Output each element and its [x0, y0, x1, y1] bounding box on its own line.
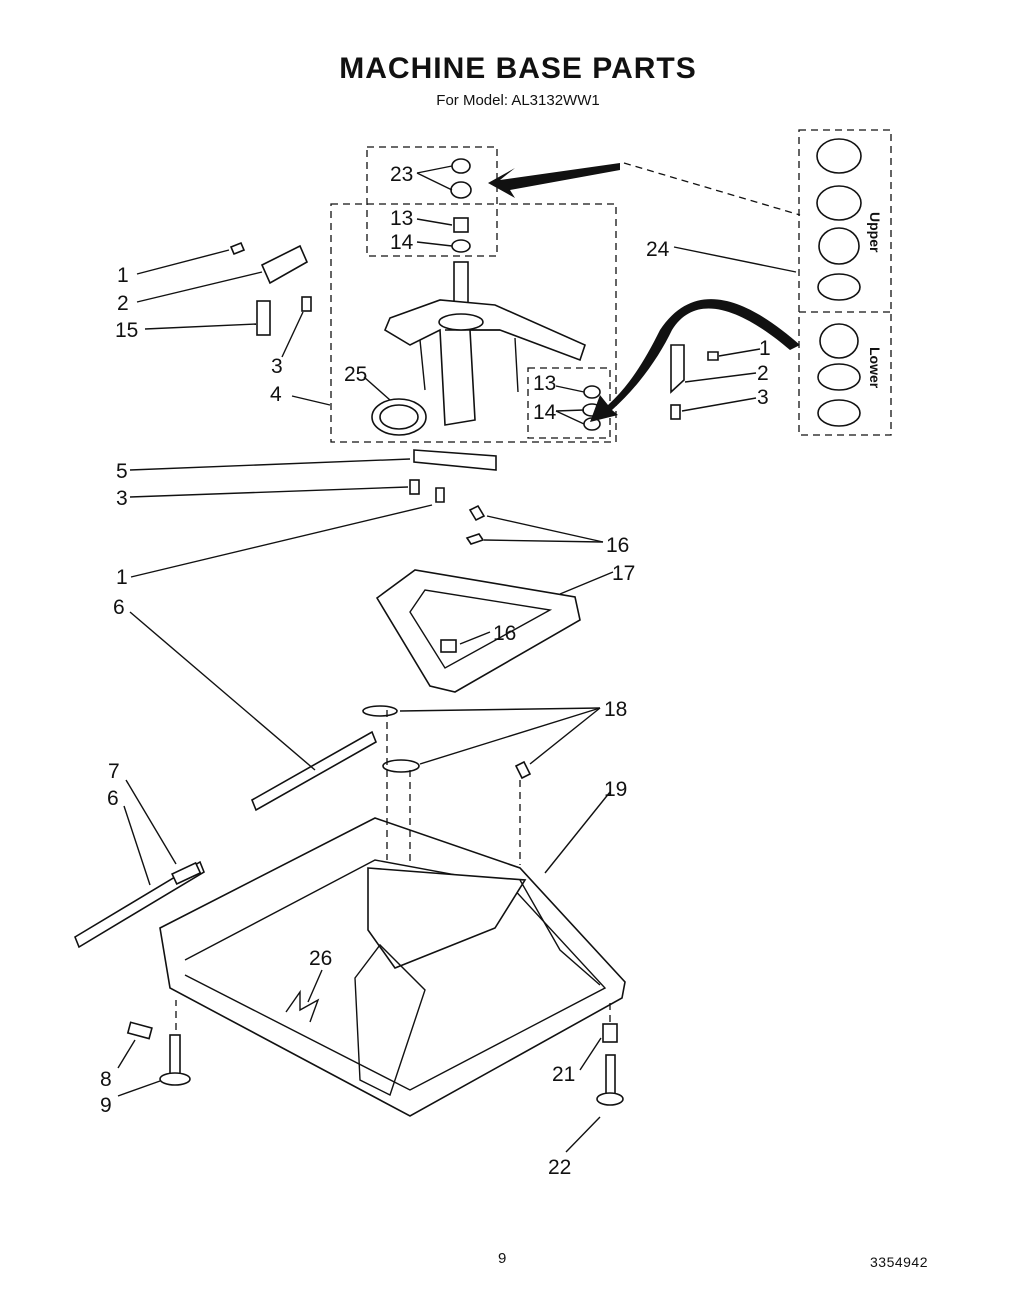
- part-9-leveling-leg: [159, 1034, 191, 1086]
- bearing-lower-label: Lower: [867, 347, 883, 389]
- callout-9: 9: [100, 1094, 112, 1117]
- callout-13-upper: 13: [390, 207, 413, 230]
- callout-1-left: 1: [117, 264, 129, 287]
- model-subtitle: For Model: AL3132WW1: [436, 92, 600, 109]
- callout-8: 8: [100, 1068, 112, 1091]
- callout-5: 5: [116, 460, 128, 483]
- callout-16-upper: 16: [606, 534, 629, 557]
- part-25-ring: [371, 398, 427, 436]
- part-6-rail-lower: [74, 860, 205, 949]
- callout-3-left: 3: [271, 355, 283, 378]
- part-26-clip: [285, 989, 320, 1023]
- callout-17: 17: [612, 562, 635, 585]
- part-8-pin: [126, 1021, 153, 1040]
- part-17-frame: [375, 504, 581, 693]
- part-right-bracket-group: [670, 344, 719, 420]
- dashed-box-23: [366, 146, 498, 257]
- callout-14-lower: 14: [533, 401, 557, 424]
- callout-25: 25: [344, 363, 367, 386]
- page-title: MACHINE BASE PARTS: [339, 52, 697, 85]
- part-21-nut: [602, 1023, 618, 1043]
- page-number: 9: [498, 1250, 507, 1267]
- dashed-box-hub-assembly: [330, 203, 617, 443]
- callout-21: 21: [552, 1063, 575, 1086]
- callout-26: 26: [309, 947, 332, 970]
- leader-lines: [117, 162, 801, 1153]
- callout-16-lower: 16: [493, 622, 516, 645]
- callout-2-left: 2: [117, 292, 129, 315]
- callout-3-right: 3: [757, 386, 769, 409]
- part-3-spring-center: [409, 479, 420, 495]
- callout-6-upper: 6: [113, 596, 125, 619]
- callout-22: 22: [548, 1156, 571, 1179]
- part-18-plates: [362, 705, 532, 780]
- part-left-bracket-group: [229, 241, 312, 336]
- callout-13-lower: 13: [533, 372, 556, 395]
- arrow-bearing-to-hub: [590, 299, 800, 422]
- callout-19: 19: [604, 778, 627, 801]
- callout-4: 4: [270, 383, 282, 406]
- part-13-14-upper: [451, 217, 471, 253]
- part-7-spring: [171, 861, 202, 885]
- callout-3-center: 3: [116, 487, 128, 510]
- bearing-upper-label: Upper: [867, 212, 883, 253]
- part-1-bolt-center: [435, 487, 445, 503]
- part-5-bar: [413, 449, 497, 471]
- callout-6-lower: 6: [107, 787, 119, 810]
- callout-2-right: 2: [757, 362, 769, 385]
- document-number: 3354942: [870, 1254, 929, 1270]
- part-23-bushings: [450, 158, 472, 199]
- part-4-hub-spider: [383, 261, 586, 426]
- callout-7: 7: [108, 760, 120, 783]
- callout-23: 23: [390, 163, 413, 186]
- callout-24: 24: [646, 238, 670, 261]
- bearing-kit-box: Upper Lower: [798, 129, 892, 436]
- part-6-rail-upper: [250, 730, 378, 812]
- callout-1-center: 1: [116, 566, 128, 589]
- part-19-base-frame: [159, 817, 626, 1117]
- arrow-to-bushings: [488, 163, 620, 198]
- callout-1-right: 1: [759, 337, 771, 360]
- callout-18: 18: [604, 698, 627, 721]
- callout-14-upper: 14: [390, 231, 414, 254]
- callout-15: 15: [115, 319, 138, 342]
- part-22-leveling-leg: [596, 1054, 624, 1106]
- dashed-box-13-14-lower: [527, 367, 611, 439]
